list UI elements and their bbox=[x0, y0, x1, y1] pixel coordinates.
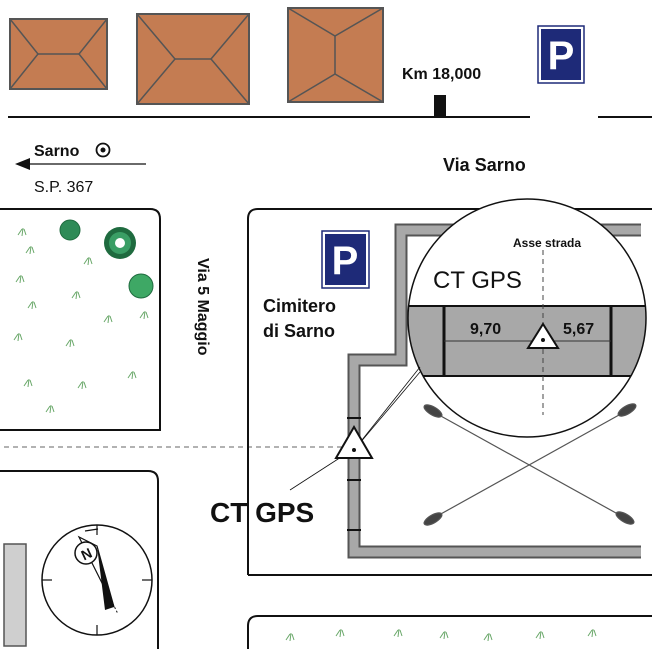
asse-strada-label: Asse strada bbox=[513, 236, 581, 250]
via-5-maggio-label: Via 5 Maggio bbox=[194, 258, 211, 356]
cemetery-label-line1: Cimitero bbox=[263, 296, 336, 316]
parking-sign-top-letter: P bbox=[548, 34, 575, 78]
grass-tufts-south bbox=[285, 628, 597, 642]
parking-sign-cemetery: P bbox=[321, 230, 370, 289]
block-cemetery bbox=[247, 208, 652, 575]
cemetery-paths bbox=[423, 403, 637, 526]
inset-title: CT GPS bbox=[433, 267, 522, 294]
km-label: Km 18,000 bbox=[402, 66, 481, 83]
wall-gate-ticks bbox=[347, 417, 361, 531]
house-roof-2 bbox=[136, 13, 250, 105]
ct-gps-label: CT GPS bbox=[210, 497, 314, 528]
distance-right: 5,67 bbox=[563, 321, 594, 338]
north-arrow-compass-icon bbox=[41, 524, 153, 636]
inset-detail bbox=[407, 198, 647, 438]
cemetery-label-line2: di Sarno bbox=[263, 321, 335, 341]
km-marker bbox=[434, 95, 446, 117]
gps-point-icon bbox=[334, 425, 374, 459]
gps-point-inset-icon bbox=[526, 322, 560, 349]
tree-icon bbox=[59, 219, 81, 241]
inset-leader-line bbox=[353, 371, 421, 451]
town-symbol-icon bbox=[95, 142, 111, 158]
via-sarno-label: Via Sarno bbox=[443, 155, 526, 175]
inset-leader-line bbox=[353, 366, 421, 451]
tree-icon bbox=[128, 273, 154, 299]
house-roof-1 bbox=[9, 18, 108, 90]
block-southwest bbox=[0, 470, 159, 649]
grass-tufts bbox=[13, 227, 149, 414]
distance-left: 9,70 bbox=[470, 321, 501, 338]
sarno-town-label: Sarno bbox=[34, 143, 80, 160]
parking-sign-cemetery-letter: P bbox=[332, 239, 359, 283]
block-south bbox=[247, 615, 652, 649]
building-strip bbox=[3, 543, 27, 647]
block-northwest bbox=[0, 208, 161, 431]
parking-sign-top: P bbox=[537, 25, 585, 84]
shrub-icon bbox=[104, 227, 136, 259]
house-roof-3 bbox=[287, 7, 384, 103]
direction-arrow-icon bbox=[15, 158, 146, 170]
sp-road-label: S.P. 367 bbox=[34, 179, 93, 196]
